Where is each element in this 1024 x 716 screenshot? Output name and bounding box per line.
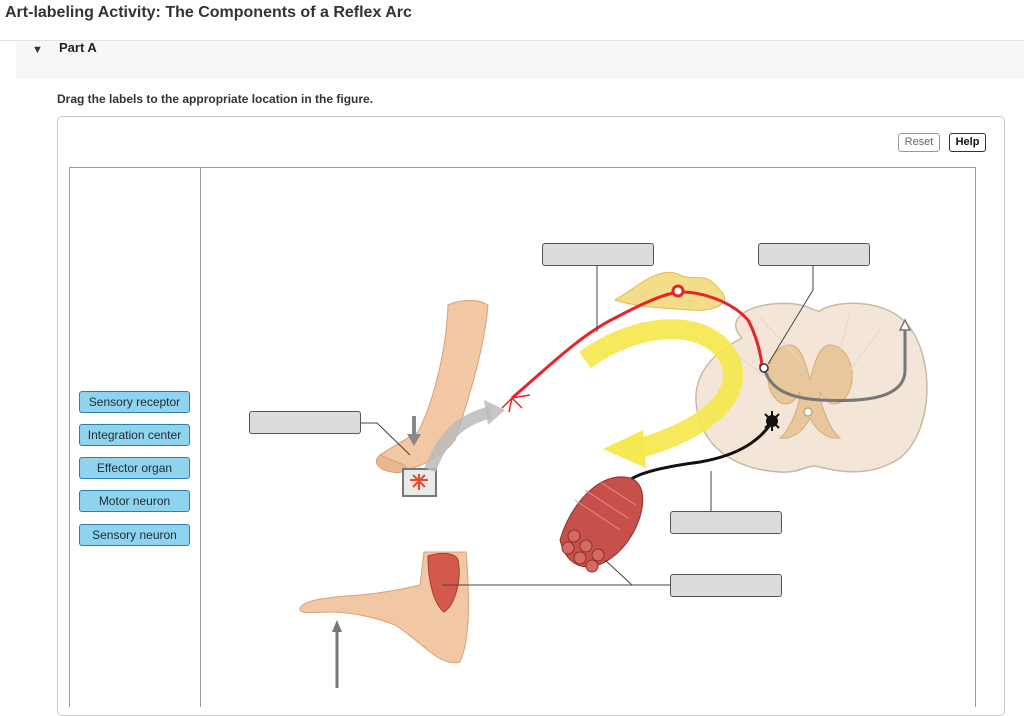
interneuron-path (762, 326, 907, 403)
label-chip-sensory-receptor[interactable]: Sensory receptor (79, 391, 190, 413)
label-chip-integration-center[interactable]: Integration center (79, 424, 190, 446)
ganglion-illustration (613, 271, 726, 311)
sensory-neuron-path (501, 284, 765, 413)
part-a-label[interactable]: Part A (59, 40, 97, 55)
arm-upper-illustration (376, 300, 489, 473)
reset-button[interactable]: Reset (898, 133, 940, 152)
label-chip-effector-organ[interactable]: Effector organ (79, 457, 190, 479)
drop-target-spinal-cord[interactable] (758, 243, 870, 266)
label-chip-motor-neuron[interactable]: Motor neuron (79, 490, 190, 512)
arm-lower-illustration (299, 551, 469, 664)
drop-target-motor-line[interactable] (670, 511, 782, 534)
part-a-header[interactable] (16, 41, 1024, 79)
label-chip-sensory-neuron[interactable]: Sensory neuron (79, 524, 190, 546)
spinal-cord-illustration (695, 302, 928, 473)
page-title: Art-labeling Activity: The Components of… (5, 4, 412, 21)
label-bank (69, 167, 201, 707)
help-button[interactable]: Help (949, 133, 986, 152)
drop-target-skin-receptor[interactable] (249, 411, 361, 434)
pain-stimulus-icon (410, 474, 428, 490)
drop-target-muscle[interactable] (670, 574, 782, 597)
signal-arrow-icon (424, 406, 492, 473)
title-divider (0, 40, 1024, 41)
drop-target-sensory-neuron-line[interactable] (542, 243, 654, 266)
caret-down-icon[interactable]: ▼ (32, 44, 43, 56)
impulse-arrow-icon (579, 319, 744, 458)
muscle-bundle-illustration (559, 476, 644, 573)
instructions-text: Drag the labels to the appropriate locat… (57, 92, 374, 106)
